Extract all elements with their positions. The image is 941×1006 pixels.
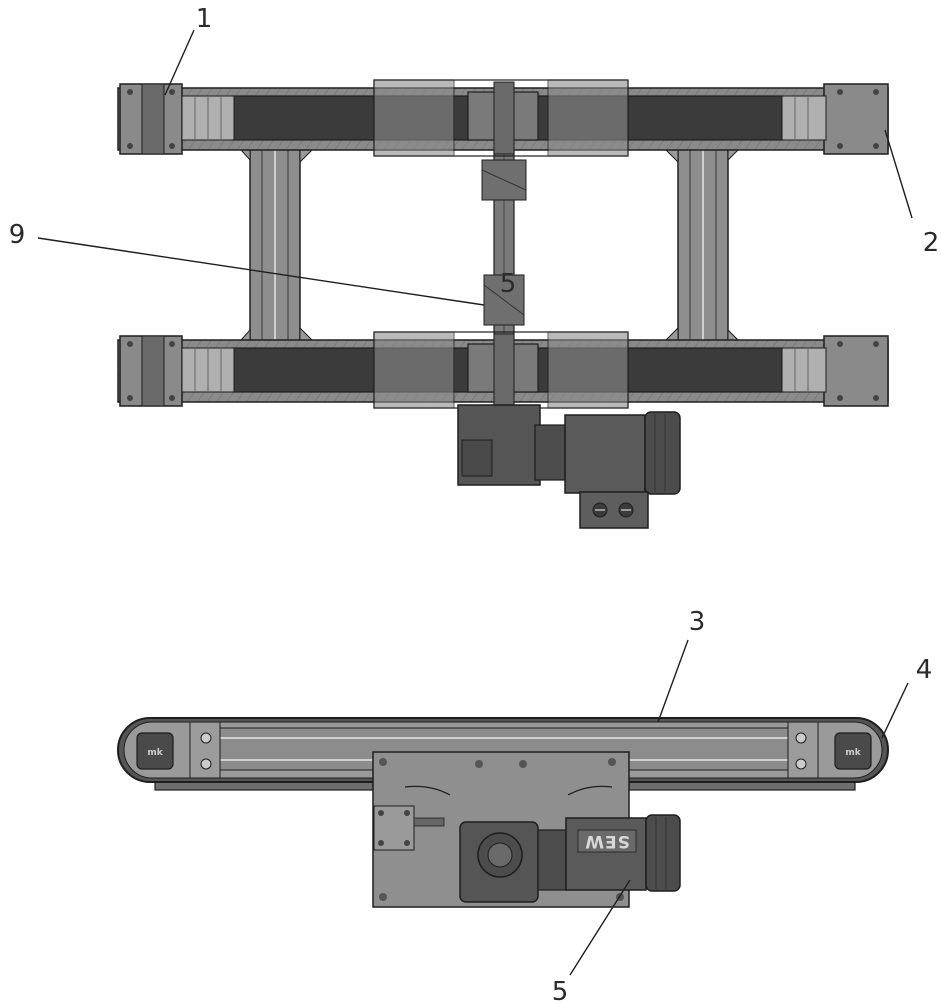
leader-1	[164, 29, 195, 96]
callout-5: 5	[552, 977, 569, 1006]
leader-4	[881, 682, 909, 739]
leader-lines	[37, 29, 913, 976]
callout-3: 3	[689, 607, 706, 637]
cross-member-left	[249, 139, 301, 351]
callout-4: 4	[916, 655, 933, 685]
cross-member-right	[677, 139, 729, 351]
leader-5	[569, 879, 631, 976]
callout-9: 9	[9, 220, 26, 250]
side-view: mk mk SEW	[117, 717, 889, 908]
leader-2	[884, 129, 913, 219]
callout-5-center: 5	[500, 269, 517, 299]
gear-motor-top	[457, 404, 681, 529]
callout-2: 2	[923, 228, 940, 258]
leader-3	[657, 639, 689, 723]
motor-brand-label: SEW	[584, 831, 630, 851]
logo-left: mk	[147, 748, 163, 758]
lower-track	[117, 331, 889, 409]
leader-9	[37, 237, 485, 306]
upper-track	[117, 79, 889, 157]
logo-right: mk	[845, 748, 861, 758]
gear-motor-side	[459, 814, 681, 903]
top-view	[117, 79, 889, 529]
callout-1: 1	[196, 4, 213, 34]
drive-shaft	[481, 89, 527, 411]
